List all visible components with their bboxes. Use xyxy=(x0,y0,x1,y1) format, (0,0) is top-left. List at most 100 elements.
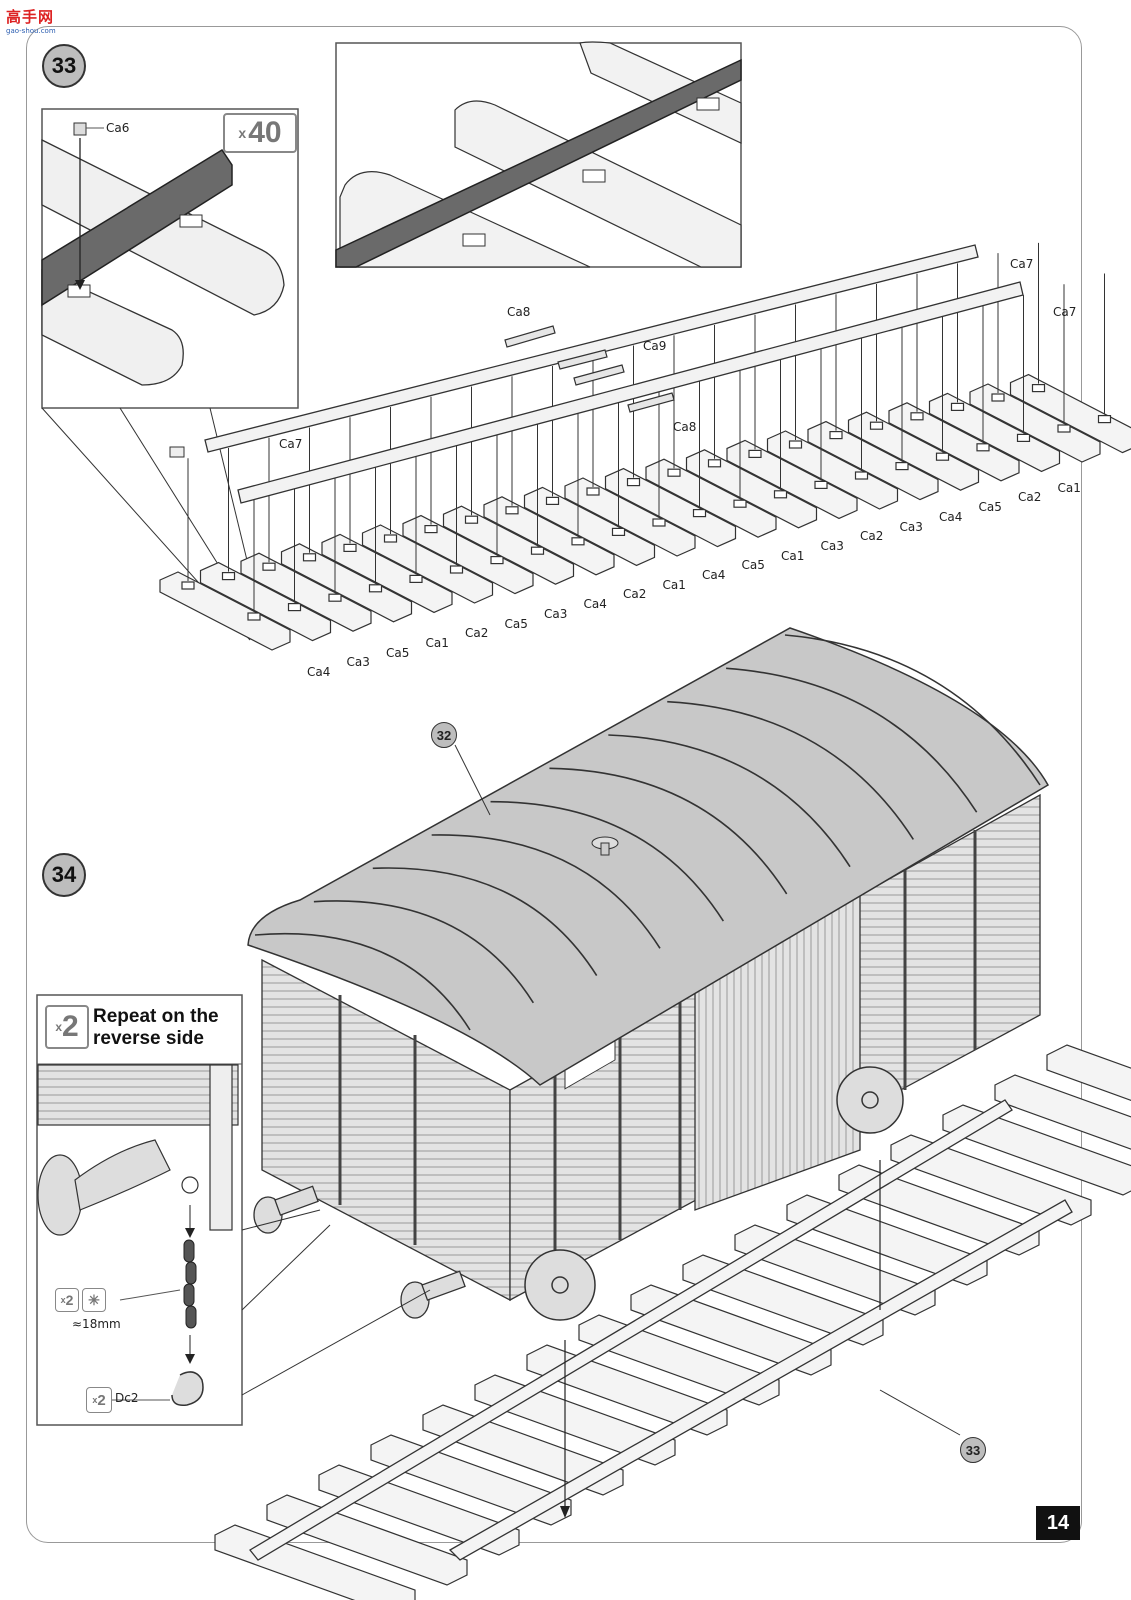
sleeper-part-label: Ca4 xyxy=(939,509,963,524)
quantity-value: 40 xyxy=(248,116,282,149)
part-label-dc2: Dc2 xyxy=(115,1391,139,1405)
sleeper-part-label: Ca5 xyxy=(504,616,528,631)
ref-33-badge: 33 xyxy=(960,1437,986,1463)
rail-chair xyxy=(1016,433,1031,442)
sleeper-part-label: Ca1 xyxy=(1057,480,1081,495)
rail-chair xyxy=(869,421,884,430)
rail-chair xyxy=(910,412,924,421)
sleeper-part-label: Ca2 xyxy=(623,587,647,602)
sleeper-part-label: Ca4 xyxy=(702,568,726,582)
coupling-zoom-lines xyxy=(241,1209,431,1396)
box-wagon xyxy=(247,627,1050,1321)
sleeper xyxy=(523,486,656,567)
track-sleeper xyxy=(838,1164,1040,1256)
rail-chair xyxy=(733,499,747,508)
roof-rib xyxy=(784,634,1041,786)
rail-chair xyxy=(748,449,762,458)
sleeper-part-label: Ca5 xyxy=(978,500,1002,515)
sleeper xyxy=(280,543,413,623)
track-sleeper xyxy=(994,1074,1131,1150)
ref-32-badge: 32 xyxy=(431,722,457,748)
rail-chair xyxy=(490,555,504,565)
sleeper-part-label: Ca3 xyxy=(820,538,844,553)
rail-chair xyxy=(343,543,357,553)
sleeper xyxy=(969,383,1101,463)
repeat-line2: reverse side xyxy=(93,1028,204,1049)
sleeper xyxy=(321,533,453,614)
sleeper-part-label: Ca2 xyxy=(1018,490,1042,505)
sleeper-part-label: Ca4 xyxy=(583,597,607,612)
sleeper xyxy=(483,496,615,576)
sleeper xyxy=(199,561,332,642)
roof-rib xyxy=(431,834,661,949)
quantity-prefix: x xyxy=(238,125,247,141)
hook-qty: 2 xyxy=(97,1391,106,1409)
roof-rib xyxy=(667,700,915,840)
rail-chair xyxy=(1057,424,1071,433)
rail-closeup-inset xyxy=(335,41,742,268)
sleeper xyxy=(807,420,939,501)
roof-rib xyxy=(608,734,851,868)
sleeper xyxy=(361,524,494,604)
page-frame xyxy=(26,26,1082,1543)
sleeper-part-label: Ca1 xyxy=(662,577,686,592)
sleeper xyxy=(766,430,899,510)
rail-chair xyxy=(895,462,909,471)
rail-chair xyxy=(667,468,681,477)
rail-chair xyxy=(181,581,195,590)
rail-chair xyxy=(505,506,519,515)
sleeper xyxy=(685,449,818,529)
part-label-ca8-b: Ca8 xyxy=(673,420,697,434)
sleeper-part-label: Ca1 xyxy=(425,635,449,650)
logo-text: 高手网 xyxy=(6,8,55,26)
roof-rib xyxy=(490,800,725,922)
chair-detail-inset xyxy=(41,108,299,409)
repeat-instruction: Repeat on the reverse side xyxy=(93,1006,219,1050)
sleeper-part-label: Ca2 xyxy=(860,529,884,544)
sleeper xyxy=(240,552,372,632)
rail-chair xyxy=(1031,384,1046,393)
sleeper xyxy=(726,439,858,520)
step-33-badge: 33 xyxy=(42,44,86,88)
cut-icon: ✳ xyxy=(82,1288,106,1312)
rail-chair xyxy=(464,515,479,524)
rail-chair xyxy=(935,452,950,461)
rail-chair xyxy=(854,471,869,480)
track-sleeper xyxy=(682,1254,884,1346)
rail-chair xyxy=(287,602,302,612)
sleeper xyxy=(645,458,777,538)
rail-chair xyxy=(652,518,666,527)
roof-rib xyxy=(549,767,788,895)
step-34-badge: 34 xyxy=(42,853,86,897)
track-sleeper xyxy=(734,1224,936,1316)
roof-rib xyxy=(254,932,471,1031)
track-sleeper xyxy=(786,1194,988,1286)
rail-chair xyxy=(302,553,317,562)
exploded-track xyxy=(159,242,1131,651)
rail-chair xyxy=(773,490,788,499)
roof-rib xyxy=(313,900,535,1004)
sleeper-part-label: Ca1 xyxy=(781,548,805,563)
rail-chair xyxy=(247,612,261,621)
rail-chair xyxy=(328,593,342,602)
rail-chair xyxy=(950,402,965,411)
part-label-ca8-a: Ca8 xyxy=(507,305,531,319)
rail-chair xyxy=(1097,415,1112,424)
rail-chair xyxy=(991,393,1005,402)
watermark-logo: 高手网 gao-shou.com xyxy=(6,6,56,35)
track-sleeper xyxy=(890,1134,1092,1226)
rail-chair xyxy=(383,534,398,543)
sleeper xyxy=(402,514,534,595)
roof-rib xyxy=(372,867,598,976)
part-label-ca7-a: Ca7 xyxy=(1010,257,1034,271)
sleeper xyxy=(1009,373,1131,454)
chain-qty: 2 xyxy=(65,1292,74,1308)
rail-chair xyxy=(368,584,383,593)
sleeper-part-label: Ca2 xyxy=(465,626,489,641)
rail-chair xyxy=(530,546,545,555)
sleeper xyxy=(888,402,1020,482)
ref32-leader xyxy=(454,744,491,816)
rail-chair xyxy=(692,509,707,518)
